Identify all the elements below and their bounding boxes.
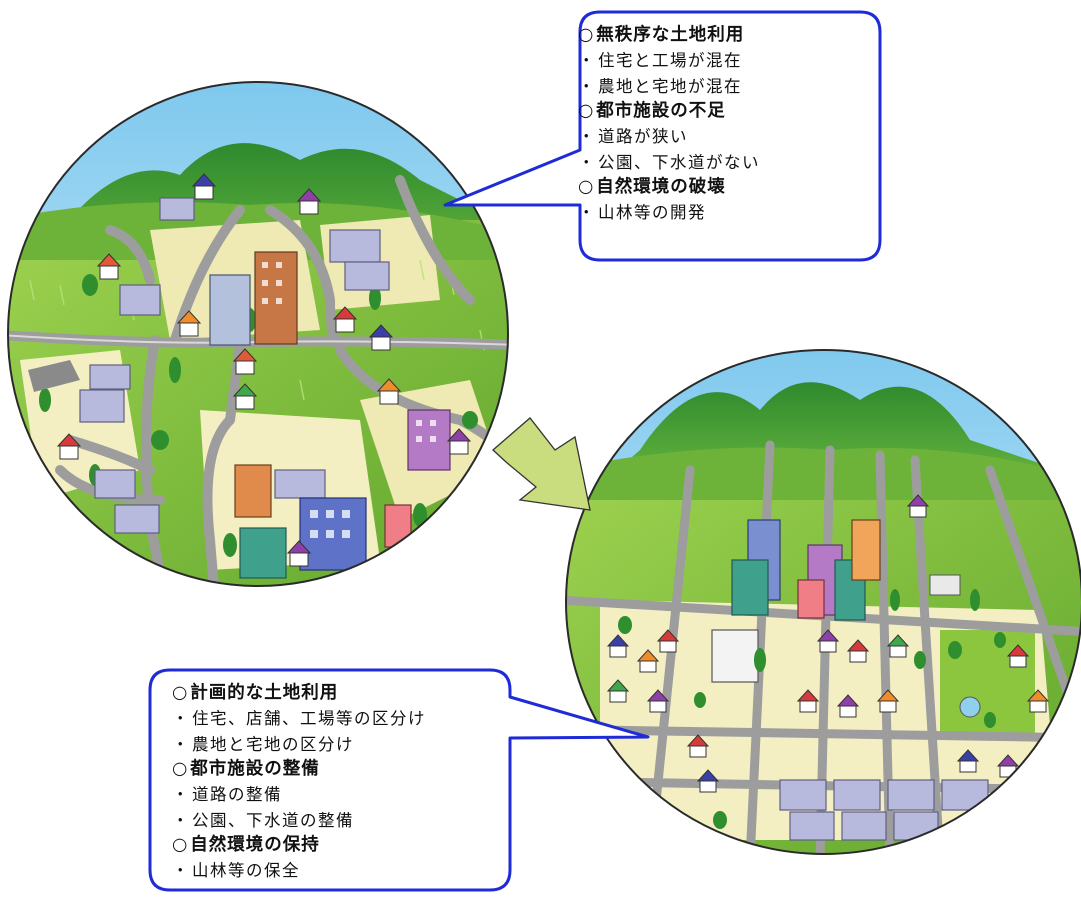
callout-bottom-item: 公園、下水道の整備 [172, 808, 426, 834]
disordered-town-circle [7, 81, 509, 587]
callout-top-text: 無秩序な土地利用 住宅と工場が混在 農地と宅地が混在 都市施設の不足 道路が狭い… [578, 23, 760, 226]
transition-arrow [492, 417, 591, 511]
callout-bottom-heading-1: 計画的な土地利用 [172, 681, 426, 706]
callout-top-item: 道路が狭い [578, 124, 760, 150]
callout-bottom-item: 住宅、店舗、工場等の区分け [172, 706, 426, 732]
callout-top-item: 公園、下水道がない [578, 150, 760, 176]
callout-bottom-heading-3: 自然環境の保持 [172, 833, 426, 858]
callout-bottom-item: 農地と宅地の区分け [172, 732, 426, 758]
callout-bottom-text: 計画的な土地利用 住宅、店舗、工場等の区分け 農地と宅地の区分け 都市施設の整備… [172, 681, 426, 884]
callout-bottom-heading-2: 都市施設の整備 [172, 757, 426, 782]
callout-top-item: 住宅と工場が混在 [578, 48, 760, 74]
callout-top-item: 山林等の開発 [578, 200, 760, 226]
planned-town-circle [565, 349, 1081, 855]
callout-top-heading-3: 自然環境の破壊 [578, 175, 760, 200]
callout-bottom-item: 道路の整備 [172, 782, 426, 808]
callout-top-heading-2: 都市施設の不足 [578, 99, 760, 124]
callout-top-item: 農地と宅地が混在 [578, 74, 760, 100]
callout-bottom-item: 山林等の保全 [172, 858, 426, 884]
callout-top-heading-1: 無秩序な土地利用 [578, 23, 760, 48]
